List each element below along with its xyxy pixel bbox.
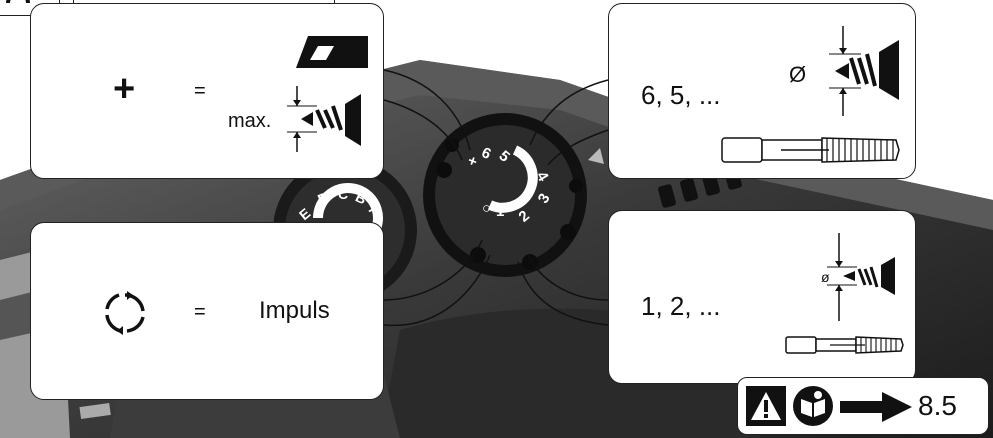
callout-impulse: = Impuls — [30, 222, 384, 400]
reference-section: 8.5 — [918, 390, 957, 421]
callout-high-settings: 6, 5, ... Ø — [608, 3, 916, 179]
dial2-label-c: C — [338, 186, 349, 202]
impulse-label: Impuls — [259, 297, 330, 324]
read-manual-icon — [793, 386, 833, 426]
large-screw-icon — [829, 26, 899, 116]
equals-sign: = — [194, 80, 206, 102]
callout-max-torque: + = max. — [30, 3, 384, 179]
plus-symbol: + — [113, 68, 136, 110]
high-settings-label: 6, 5, ... — [641, 80, 721, 110]
impulse-rotation-icon — [105, 291, 145, 335]
diameter-symbol-small: ø — [821, 269, 830, 285]
low-settings-label: 1, 2, ... — [641, 291, 721, 321]
screw-thread-icon — [287, 86, 361, 152]
callout-low-settings: 1, 2, ... ø — [608, 210, 916, 384]
reference-box: 8.5 — [737, 377, 989, 435]
dial-impulse-icon: ○ — [482, 200, 492, 217]
small-screw-icon — [827, 233, 895, 321]
drill-bit-icon — [296, 36, 368, 68]
diameter-symbol-large: Ø — [789, 62, 807, 87]
small-tap-icon — [785, 336, 904, 354]
large-tap-icon — [721, 137, 900, 163]
arrow-right-icon — [840, 392, 912, 422]
equals-sign-impulse: = — [194, 301, 206, 323]
warning-icon — [746, 386, 786, 426]
max-label: max. — [228, 110, 272, 132]
dial-label-1: 1 — [496, 203, 505, 220]
